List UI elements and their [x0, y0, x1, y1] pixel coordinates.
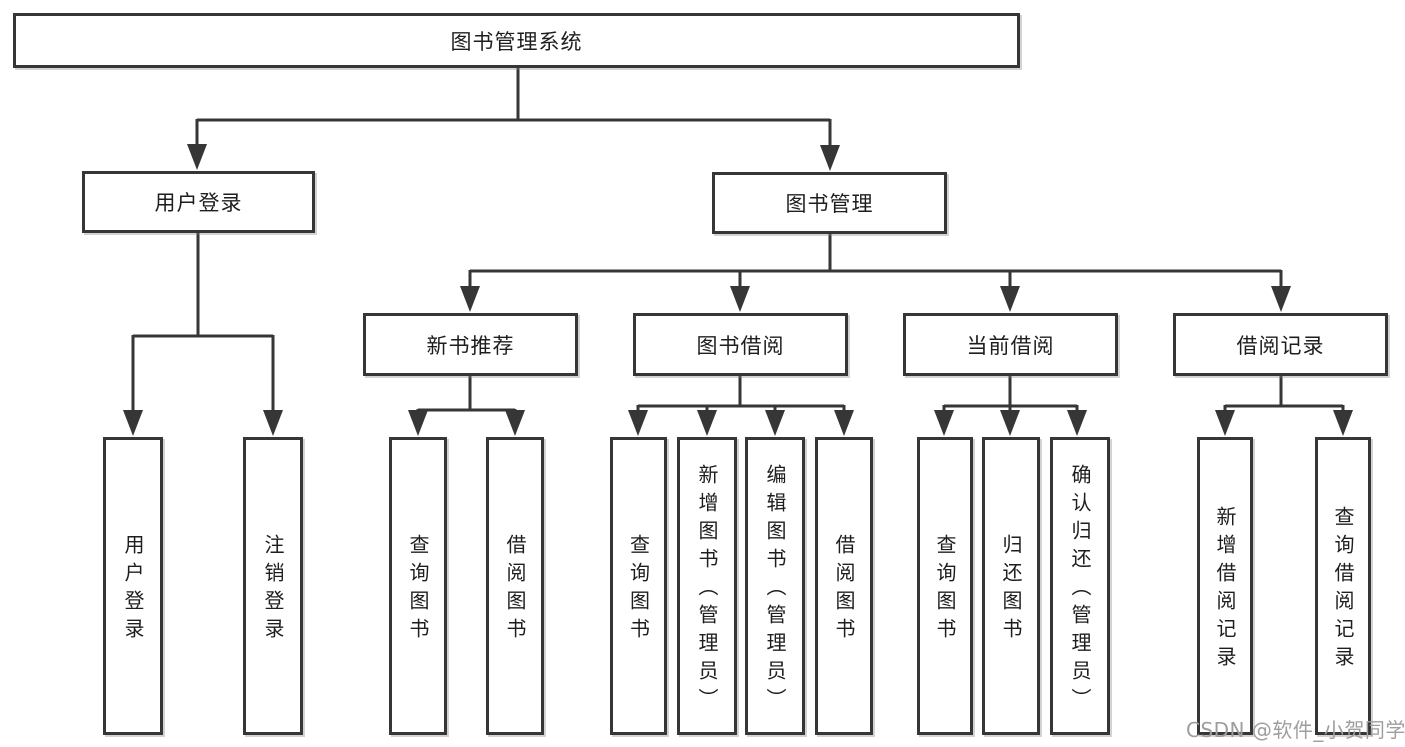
node-new-book-recommend: 新书推荐 — [363, 313, 578, 376]
node-label: 查询图书 — [406, 534, 430, 646]
node-library-system: 图书管理系统 — [13, 13, 1020, 68]
leaf-edit-book-admin: 编辑图书（管理员） — [745, 437, 805, 735]
node-label: 借阅图书 — [832, 534, 856, 646]
node-current-borrow: 当前借阅 — [903, 313, 1118, 376]
node-label: 借阅图书 — [503, 534, 527, 646]
node-label: 图书管理 — [785, 192, 874, 216]
node-label: 编辑图书（管理员） — [763, 464, 787, 716]
leaf-query-borrow-record: 查询借阅记录 — [1315, 437, 1371, 735]
leaf-borrow-books-recommend: 借阅图书 — [486, 437, 544, 735]
arrowheads — [123, 144, 1353, 436]
connector-borrow-records — [1223, 376, 1345, 418]
connector-book-management — [468, 234, 1283, 294]
node-label: 图书借阅 — [696, 333, 785, 358]
node-label: 注销登录 — [261, 534, 285, 646]
connector-user-login — [131, 233, 275, 418]
leaf-confirm-return-admin: 确认归还（管理员） — [1050, 437, 1110, 735]
node-label: 图书管理系统 — [450, 29, 583, 54]
node-label: 借阅记录 — [1236, 333, 1325, 358]
node-label: 当前借阅 — [966, 333, 1055, 358]
node-label: 用户登录 — [121, 534, 145, 646]
leaf-add-borrow-record: 新增借阅记录 — [1197, 437, 1253, 735]
node-label: 新书推荐 — [426, 333, 515, 358]
connector-root — [195, 68, 832, 152]
node-label: 确认归还（管理员） — [1068, 464, 1092, 716]
leaf-logout: 注销登录 — [243, 437, 303, 735]
node-label: 新增借阅记录 — [1213, 506, 1237, 674]
node-label: 新增图书（管理员） — [695, 464, 719, 716]
leaf-user-login: 用户登录 — [103, 437, 163, 735]
leaf-add-book-admin: 新增图书（管理员） — [677, 437, 737, 735]
leaf-query-books-recommend: 查询图书 — [389, 437, 447, 735]
leaf-query-books-current: 查询图书 — [917, 437, 973, 735]
node-label: 查询图书 — [933, 534, 957, 646]
node-borrow-records: 借阅记录 — [1173, 313, 1388, 376]
node-book-borrow: 图书借阅 — [633, 313, 848, 376]
leaf-return-books: 归还图书 — [982, 437, 1040, 735]
node-book-management: 图书管理 — [712, 172, 947, 234]
watermark: CSDN @软件_小贺同学 — [1186, 718, 1405, 742]
leaf-borrow-books: 借阅图书 — [815, 437, 873, 735]
node-label: 用户登录 — [154, 191, 243, 215]
connector-book-borrow — [636, 376, 846, 418]
node-label: 归还图书 — [999, 534, 1023, 646]
node-label: 查询图书 — [626, 534, 651, 646]
node-user-login: 用户登录 — [82, 171, 315, 233]
node-label: 查询借阅记录 — [1331, 506, 1355, 674]
connector-new-book-recommend — [416, 376, 517, 418]
leaf-query-books-borrow: 查询图书 — [610, 437, 667, 735]
